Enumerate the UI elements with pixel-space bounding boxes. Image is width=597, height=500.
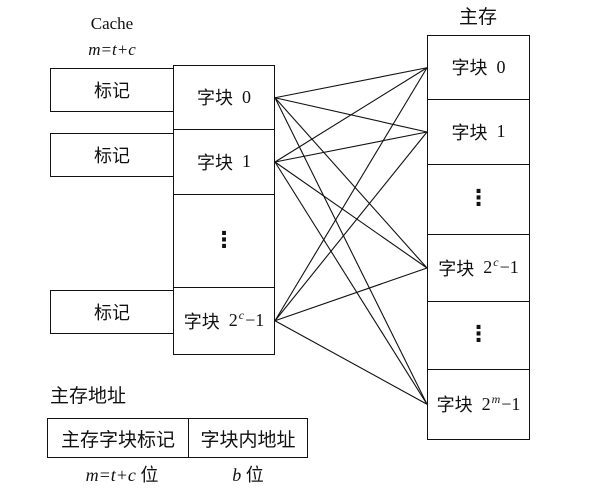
cache-tag-0: 标记	[50, 68, 173, 112]
mapping-line	[274, 97, 428, 133]
cache-block-0: 字块 0	[174, 66, 274, 130]
mapping-line	[274, 161, 428, 269]
address-field-word-offset: 字块内地址	[200, 429, 296, 451]
block-number: 1	[242, 151, 251, 171]
mapping-line	[274, 131, 428, 322]
number-tail: −1	[499, 257, 519, 277]
bit-width-formula: m=t+c	[85, 465, 136, 485]
number-base: 2	[483, 257, 493, 277]
block-number: 1	[496, 121, 506, 141]
cache-block-1: 字块 1	[174, 130, 274, 195]
mapping-line	[274, 97, 428, 269]
number-base: 2	[481, 393, 491, 414]
mapping-line	[274, 267, 428, 322]
mapping-line	[274, 67, 428, 163]
tag-label: 标记	[94, 303, 130, 323]
number-exponent: c	[493, 255, 499, 269]
tag-label: 标记	[94, 146, 130, 166]
block-label: 字块	[183, 311, 220, 332]
block-number: 0	[496, 56, 506, 77]
mapping-line	[274, 320, 428, 405]
cache-formula: m=t+c	[88, 40, 136, 59]
vertical-ellipsis: ⋮	[467, 186, 490, 211]
block-label: 字块	[451, 58, 488, 79]
mapping-line	[274, 97, 428, 405]
number-tail: −1	[501, 393, 521, 414]
address-title: 主存地址	[50, 386, 127, 407]
memory-ellipsis-lower: ⋮	[428, 302, 529, 370]
address-field-block-tag-width: m=t+c 位	[72, 464, 172, 486]
memory-block-1: 字块 1	[428, 100, 529, 165]
address-field-word-offset-width: b 位	[198, 464, 298, 486]
cache-tag-last: 标记	[50, 290, 173, 334]
block-label: 字块	[451, 122, 488, 143]
vertical-ellipsis: ⋮	[467, 322, 490, 347]
memory-block-0: 字块 0	[428, 36, 529, 100]
bit-unit: 位	[140, 465, 159, 485]
bit-width-formula: b	[232, 465, 242, 485]
cache-ellipsis: ⋮	[174, 195, 274, 288]
block-label: 字块	[197, 152, 233, 173]
block-label: 字块	[436, 395, 473, 416]
block-label: 字块	[197, 88, 233, 109]
memory-title: 主存	[458, 7, 497, 28]
vertical-ellipsis: ⋮	[213, 227, 235, 253]
bit-unit: 位	[245, 465, 264, 485]
mapping-line	[274, 131, 428, 163]
number-exponent: m	[491, 391, 501, 406]
address-field-block-tag: 主存字块标记	[48, 419, 189, 457]
number-exponent: c	[238, 308, 245, 323]
cache-tag-1: 标记	[50, 133, 173, 177]
number-base: 2	[228, 310, 238, 331]
memory-ellipsis-upper: ⋮	[428, 165, 529, 235]
number-tail: −1	[245, 310, 265, 331]
mapping-line	[274, 161, 428, 405]
mapping-line	[274, 67, 428, 99]
tag-label: 标记	[94, 81, 130, 101]
address-format-box: 主存字块标记 字块内地址	[47, 418, 308, 458]
mapping-line	[274, 67, 428, 322]
block-number: 0	[242, 86, 251, 107]
cache-title: Cache	[90, 14, 134, 33]
block-label: 字块	[438, 258, 475, 279]
